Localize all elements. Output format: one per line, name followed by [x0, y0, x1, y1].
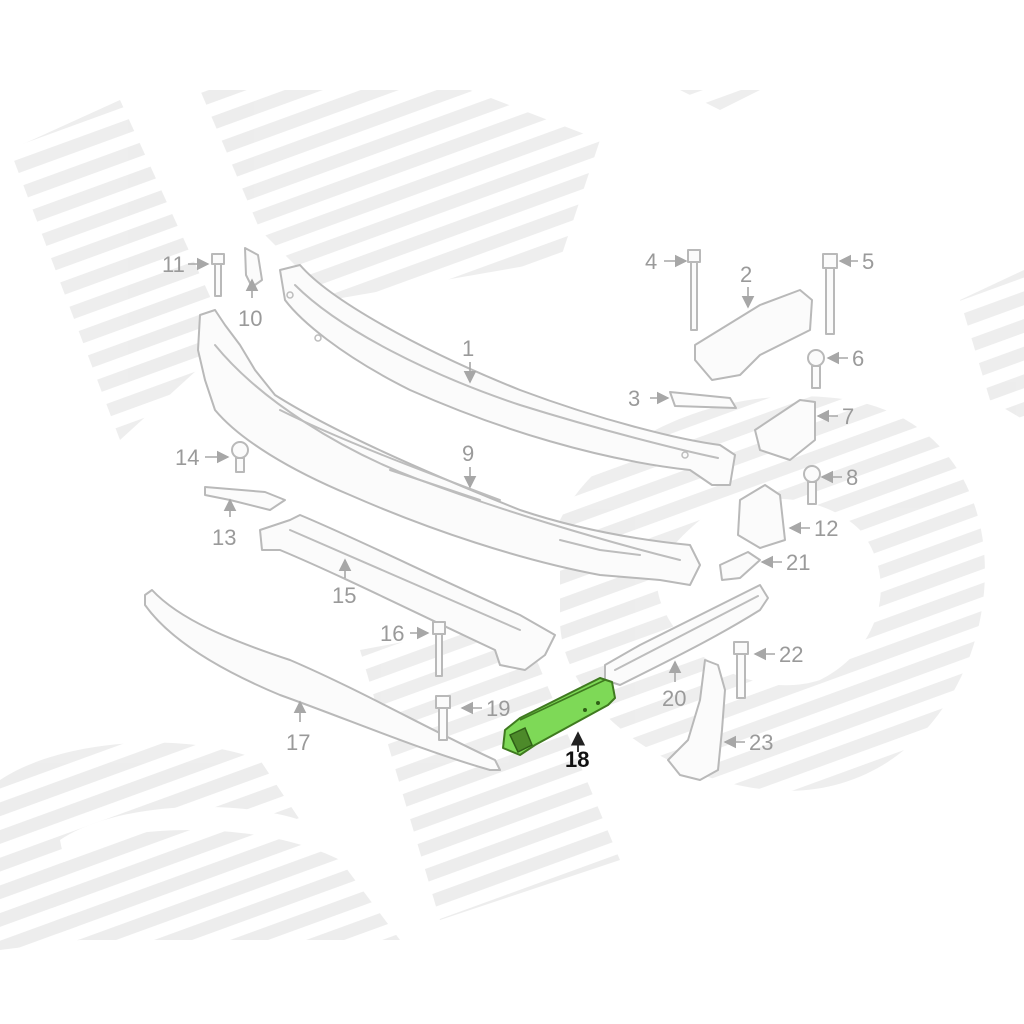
callout-8: 8 [846, 465, 858, 490]
callout-22: 22 [779, 642, 803, 667]
callout-labels: 1 2 3 4 5 6 7 8 9 10 11 12 13 14 15 16 1… [162, 249, 874, 772]
callout-13: 13 [212, 525, 236, 550]
part-small-components [204, 247, 838, 741]
part-reinforcement-beam [279, 264, 736, 486]
part-impact-absorber-highlighted [502, 677, 616, 756]
callout-11: 11 [162, 252, 185, 277]
callout-20: 20 [662, 686, 686, 711]
part-energy-absorber [197, 309, 701, 586]
callout-12: 12 [814, 516, 838, 541]
callout-2: 2 [740, 262, 752, 287]
callout-18: 18 [565, 747, 589, 772]
callout-15: 15 [332, 583, 356, 608]
part-side-rail [604, 584, 769, 686]
callout-23: 23 [749, 730, 773, 755]
part-trim-strip [144, 589, 501, 771]
callout-10: 10 [238, 306, 262, 331]
callout-1: 1 [462, 336, 474, 361]
leader-arrows [188, 254, 858, 752]
callout-4: 4 [645, 249, 657, 274]
callout-16: 16 [380, 621, 404, 646]
callout-19: 19 [486, 696, 510, 721]
callout-17: 17 [286, 730, 310, 755]
callout-9: 9 [462, 441, 474, 466]
part-lower-bar [259, 514, 556, 671]
callout-7: 7 [842, 404, 854, 429]
callout-14: 14 [175, 445, 199, 470]
callout-3: 3 [628, 386, 640, 411]
callout-21: 21 [786, 550, 810, 575]
callout-5: 5 [862, 249, 874, 274]
callout-6: 6 [852, 346, 864, 371]
part-vertical-bracket [667, 659, 726, 781]
